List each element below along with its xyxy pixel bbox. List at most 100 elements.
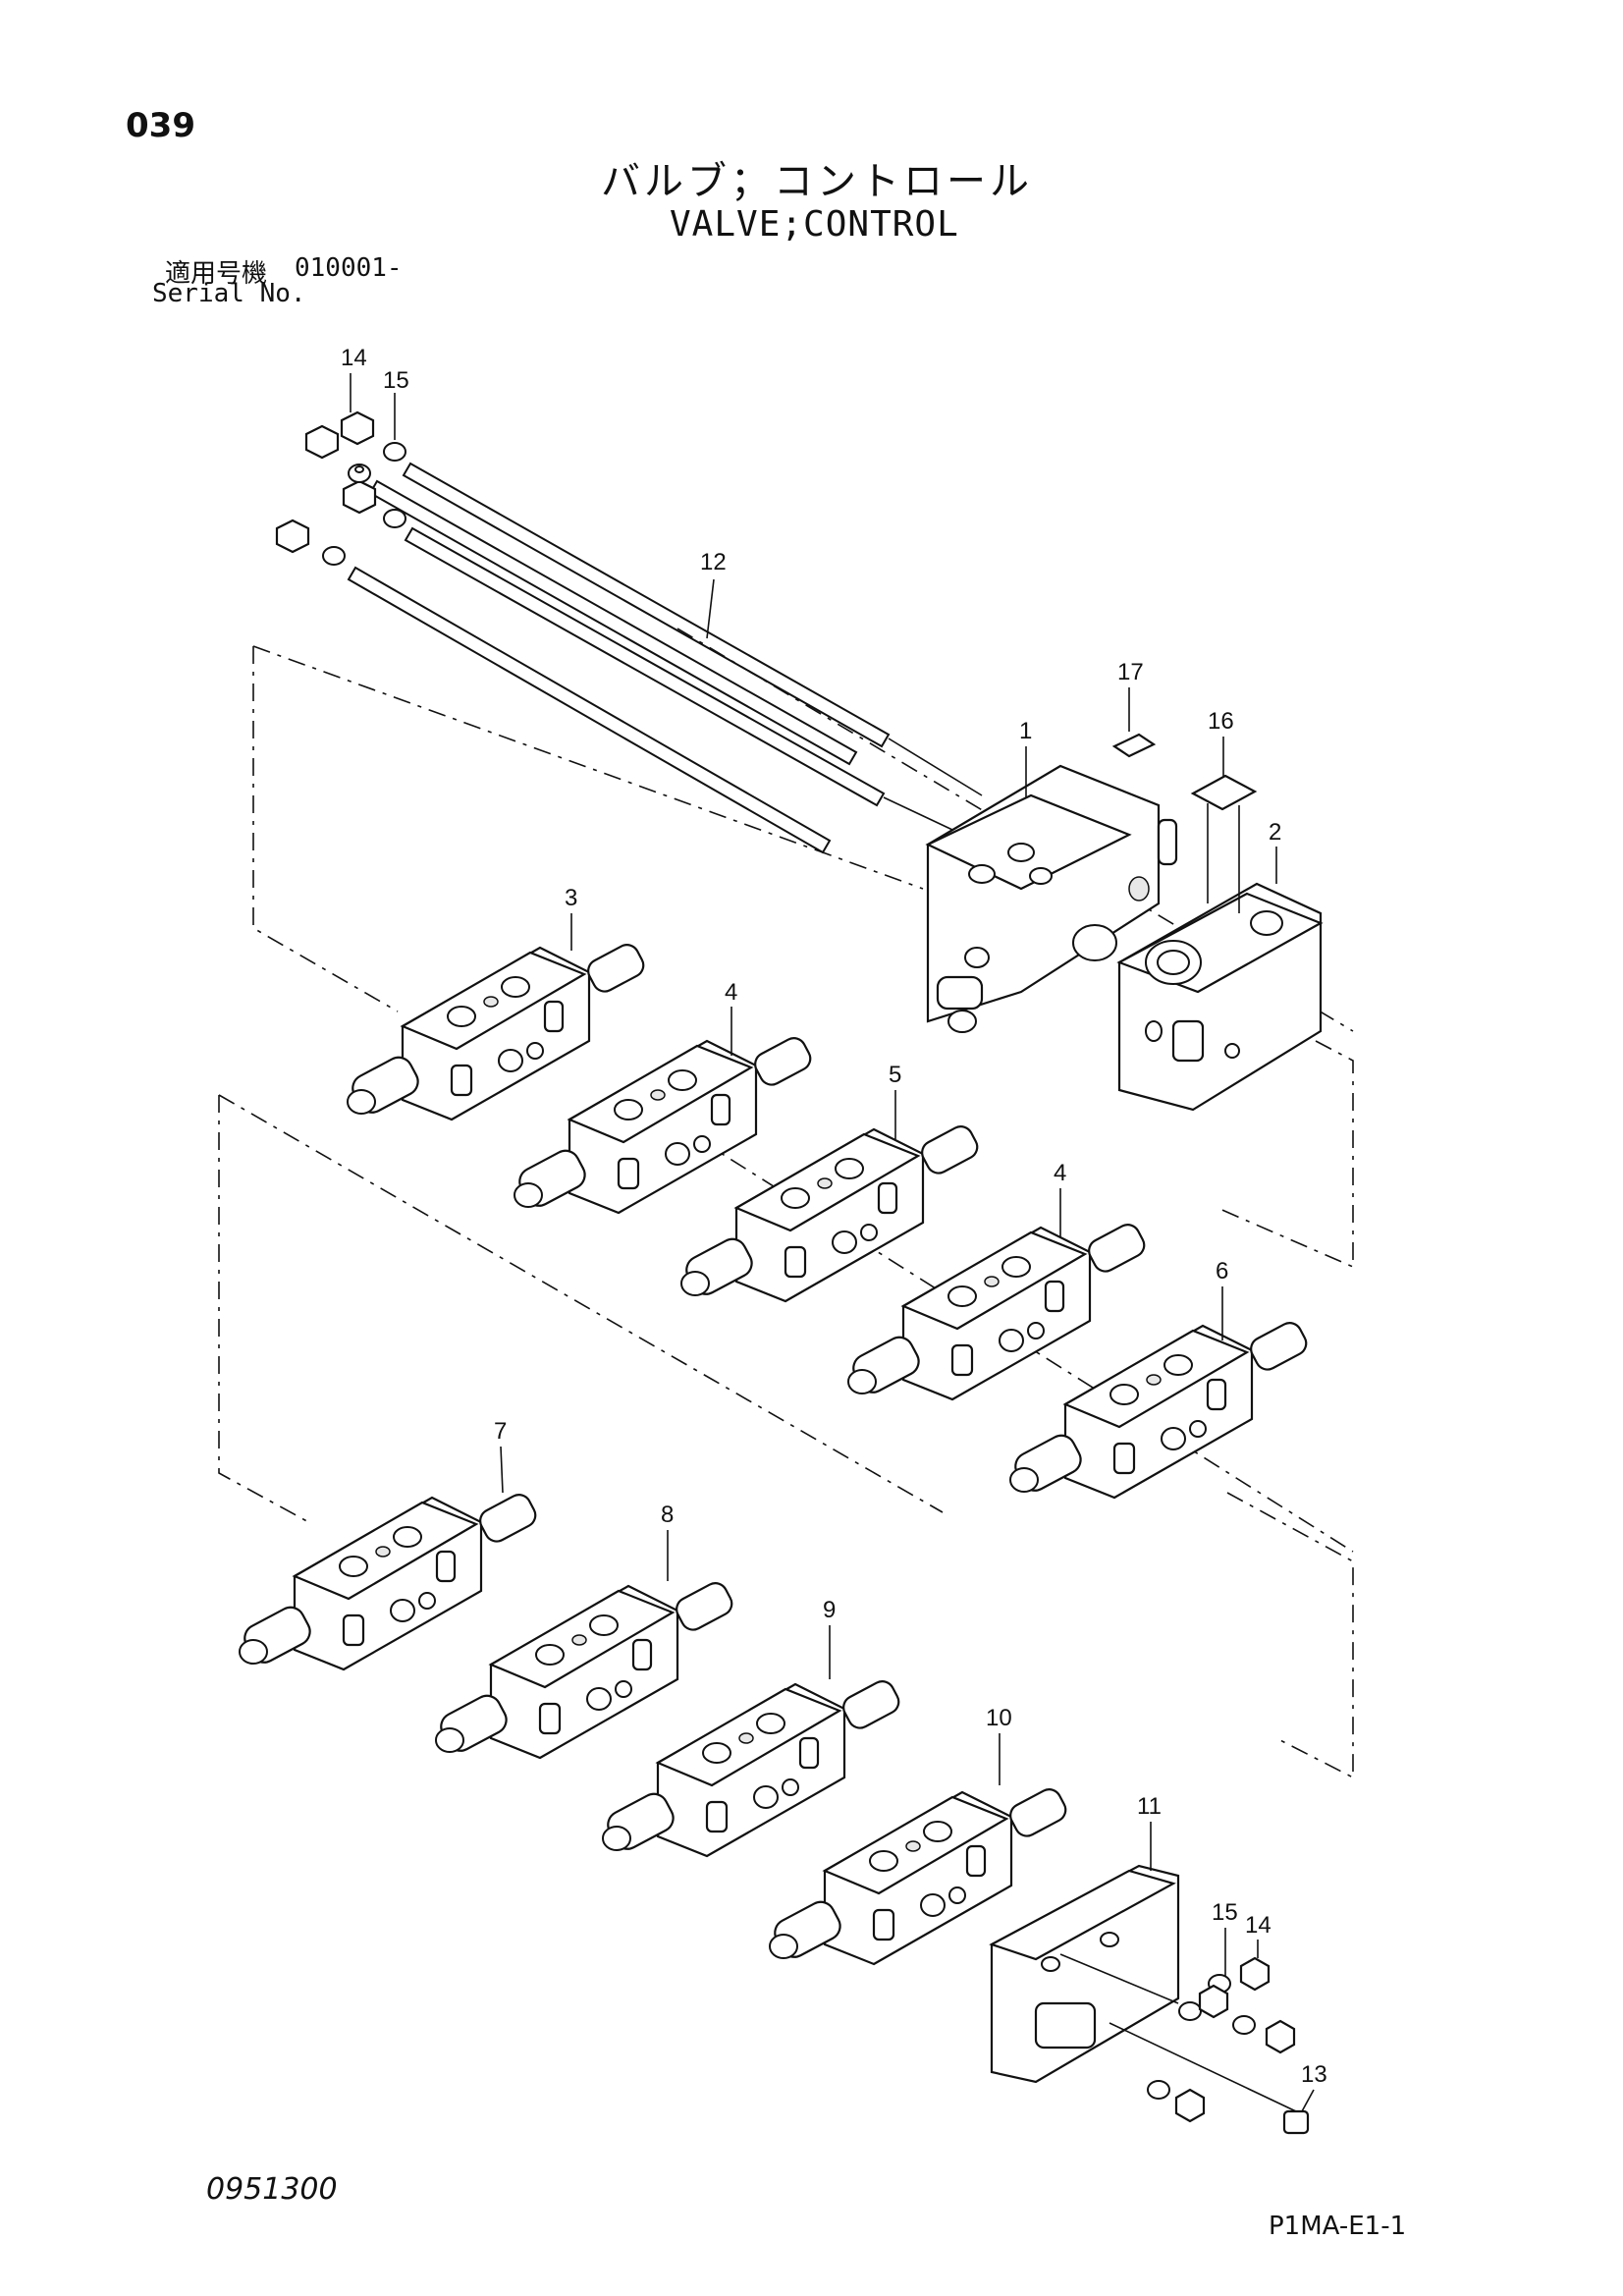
side-window [631,1638,653,1671]
callout-14-second: 14 [1245,1912,1271,1939]
port-hole [781,1187,810,1209]
port-hole [390,1599,415,1622]
nut-icon [1265,2019,1296,2054]
end-plate [989,1864,1297,2112]
section-6 [1009,1322,1308,1500]
side-window [342,1613,365,1647]
spool-cap [921,1125,979,1175]
side-window [872,1908,895,1941]
section-4 [514,1037,812,1215]
port-hole [817,1177,833,1189]
nut-icon [1174,2088,1206,2123]
side-window [710,1093,731,1126]
port-hole [586,1687,612,1711]
tie-rods [347,462,983,854]
port-hole [905,1840,921,1852]
serial-label-japanese: 適用号機 [165,259,268,289]
port-hole [1027,1322,1045,1339]
port-hole [668,1069,697,1091]
callout-12: 12 [700,549,727,575]
spool-cap [754,1037,812,1086]
spool-cap [1009,1788,1067,1837]
port-hole [339,1556,368,1577]
side-window [1112,1442,1136,1475]
valve-end-body [1116,882,1324,1112]
serial-label-english: Serial No. [152,279,306,308]
nut-icon [1198,1984,1229,2019]
tie-rod-3 [404,526,886,807]
port-hole [702,1742,731,1764]
port-hole [571,1634,587,1646]
port-hole [614,1099,643,1121]
port-hole [665,1142,690,1166]
port-hole [923,1821,952,1842]
side-window [877,1181,898,1215]
callout-5: 5 [889,1062,901,1088]
port-hole [738,1732,754,1744]
port-hole [498,1049,523,1072]
page-number: 039 [126,106,195,145]
callout-4: 4 [725,979,737,1006]
port-hole [375,1546,391,1558]
side-window [1044,1280,1065,1313]
plug-icon [1282,2109,1310,2135]
spool-end-face [1009,1467,1039,1493]
port-hole [947,1285,977,1307]
washer-icon [1232,2015,1256,2035]
spool-end-face [847,1369,877,1394]
side-window [1206,1378,1227,1411]
port-hole [589,1614,619,1636]
spool-sections [239,944,1308,1966]
side-window [450,1064,473,1097]
callout-1: 1 [1019,718,1032,744]
port-hole [526,1042,544,1060]
side-window [784,1245,807,1279]
port-hole [418,1592,436,1610]
callout-16: 16 [1208,708,1234,735]
port-hole [756,1713,785,1734]
callout-9: 9 [823,1597,836,1623]
port-hole [782,1778,799,1796]
callout-2: 2 [1269,819,1281,846]
port-hole [1161,1427,1186,1450]
callout-numbers: 14 15 12 17 1 16 2 3 4 5 4 6 7 8 9 10 11… [341,345,1327,2088]
callout-4-second: 4 [1054,1160,1066,1186]
port-hole [999,1329,1024,1352]
callout-11: 11 [1137,1793,1162,1820]
washer-icon [322,442,406,566]
nuts-washers-bottom [1147,1956,1310,2135]
callout-8: 8 [661,1502,674,1528]
port-hole [535,1644,565,1666]
port-hole [1146,1374,1162,1386]
port-hole [984,1276,1000,1287]
spool-end-face [347,1089,376,1115]
port-hole [753,1785,779,1809]
document-number: 0951300 [206,2172,338,2207]
section-4-second [847,1224,1146,1401]
port-hole [869,1850,898,1872]
port-hole [483,996,499,1008]
port-hole [832,1230,857,1254]
callout-7: 7 [494,1418,507,1445]
spool-cap [587,944,645,993]
tie-rod-1 [402,462,891,748]
section-8 [435,1582,733,1760]
title-english: VALVE;CONTROL [670,204,959,245]
side-window [543,1000,565,1033]
side-window [617,1157,640,1190]
callout-10: 10 [986,1705,1012,1731]
labels-plates [1111,733,1258,913]
spool-end-face [435,1727,464,1753]
port-hole [1163,1354,1193,1376]
spool-end-face [602,1826,631,1851]
callout-14: 14 [341,345,367,371]
title-japanese: バルブ；コントロール [601,159,1033,204]
port-hole [948,1886,966,1904]
valve-inlet-body [925,764,1178,1033]
callout-3: 3 [565,885,577,911]
port-hole [615,1680,632,1698]
side-window [705,1800,729,1833]
port-hole [1109,1384,1139,1405]
spool-end-face [769,1934,798,1959]
